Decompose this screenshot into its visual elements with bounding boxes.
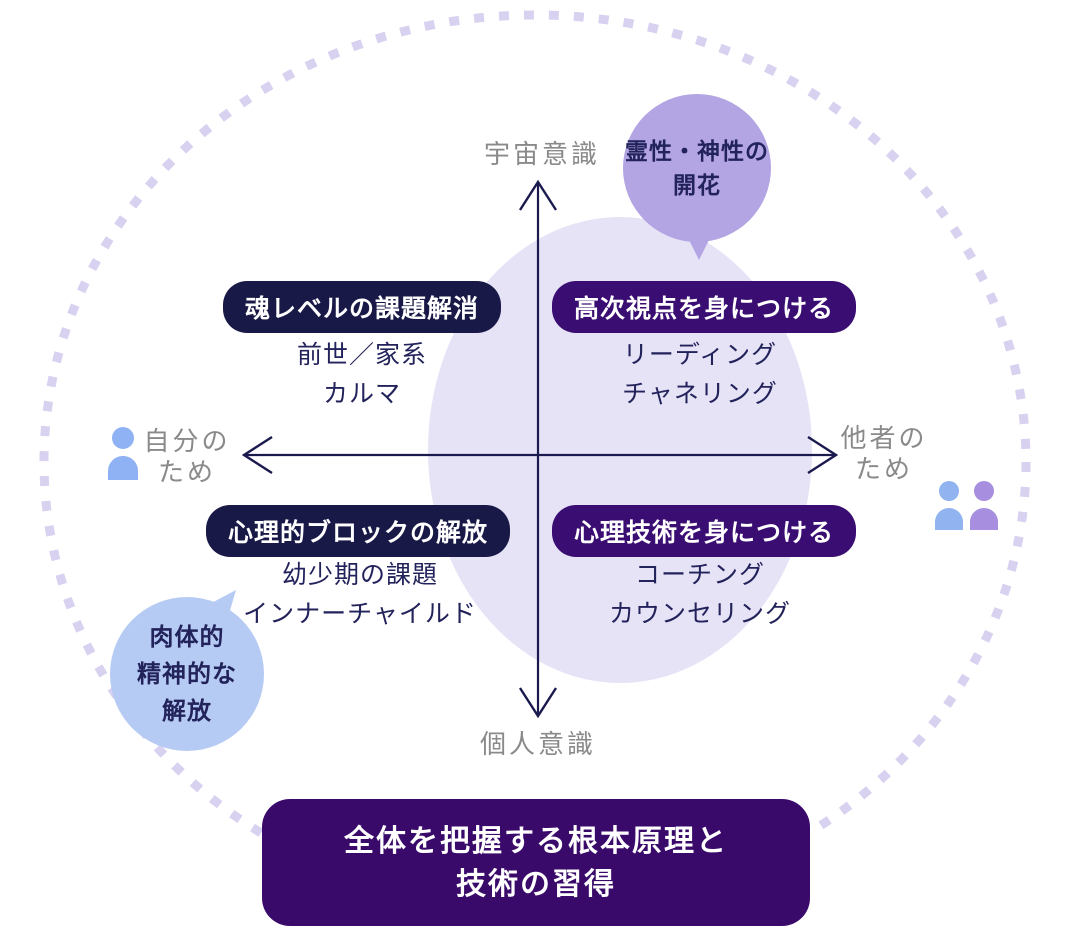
physical-bubble: 肉体的 精神的な 解放 [110,597,264,751]
spiritual-bubble: 霊性・神性の 開花 [623,94,771,242]
footer-summary-box: 全体を把握する根本原理と 技術の習得 [262,799,810,926]
axis-label-personal: 個人意識 [479,729,597,759]
physical-bubble-line2: 精神的な [137,660,237,688]
physical-bubble-line1: 肉体的 [149,623,225,651]
quadrant-items-psych-skills: コーチング カウンセリング [609,556,791,634]
person-icon-blue [935,481,963,530]
outer-dotted-circle [39,10,1031,914]
quadrant-items-higher-perspective: リーディング チャネリング [622,336,778,414]
axis-label-cosmic: 宇宙意識 [483,139,601,169]
list-item: インナーチャイルド [243,600,477,628]
single-person-icon [108,427,138,480]
axis-label-self: 自分の ため [143,426,230,488]
spiritual-bubble-line2: 開花 [673,172,721,198]
axis-label-others-line1: 他者の [840,423,928,453]
center-highlight-ellipse [428,217,812,683]
list-item: チャネリング [622,380,778,408]
quadrant-title-psych-block-release: 心理的ブロックの解放 [205,505,511,557]
right-arrowhead-icon [807,435,839,475]
list-item: コーチング [634,561,766,589]
list-item: 幼少期の課題 [281,561,439,589]
axis-label-self-line1: 自分の [143,426,231,456]
spiritual-bubble-line1: 霊性・神性の [625,138,769,164]
list-item: リーディング [622,341,778,369]
down-arrowhead-icon [518,687,558,719]
quadrant-items-psych-block: 幼少期の課題 インナーチャイルド [243,556,477,634]
axis-label-self-line2: ため [157,457,217,487]
quadrant-title-soul-issues: 魂レベルの課題解消 [222,281,502,333]
footer-line2: 技術の習得 [456,867,616,901]
list-item: カウンセリング [608,600,792,628]
list-item: カルマ [322,380,402,408]
person-icon-purple [970,481,998,530]
quadrant-title-higher-perspective: 高次視点を身につける [551,281,857,333]
left-arrowhead-icon [241,435,273,475]
list-item: 前世／家系 [296,341,428,369]
footer-line1: 全体を把握する根本原理と [344,824,728,858]
quadrant-title-psych-skills: 心理技術を身につける [551,505,857,557]
axis-label-others-line2: ため [854,454,914,484]
physical-bubble-line3: 解放 [162,697,212,725]
axis-label-others: 他者の ため [840,423,927,485]
quadrant-items-soul-issues: 前世／家系 カルマ [297,336,427,414]
up-arrowhead-icon [518,179,558,211]
